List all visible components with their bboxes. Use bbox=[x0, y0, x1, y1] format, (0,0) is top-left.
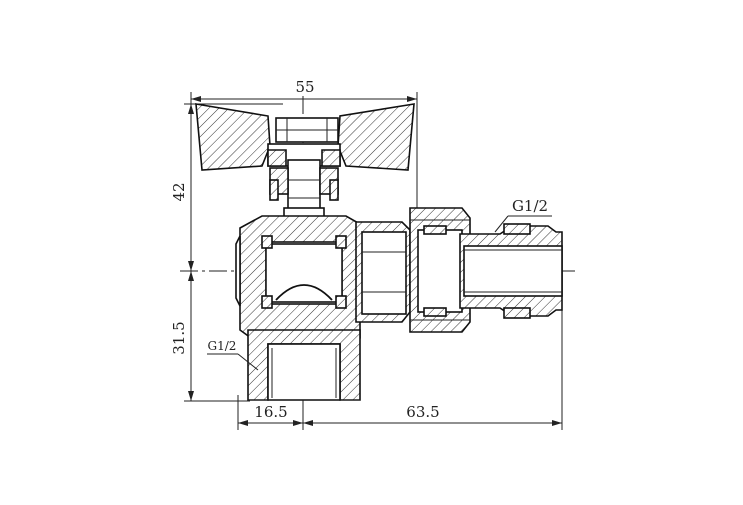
union-nut bbox=[409, 207, 471, 333]
dimension-height-bottom: 31.5 bbox=[170, 271, 250, 402]
dimension-label-height-bottom: 31.5 bbox=[170, 321, 188, 354]
outlet-tailpiece bbox=[459, 223, 563, 319]
callout-label-outlet: G1/2 bbox=[512, 197, 548, 215]
callout-label-inlet: G1/2 bbox=[208, 339, 237, 353]
handle-nut bbox=[275, 117, 339, 143]
dimension-label-inlet-offset: 16.5 bbox=[254, 403, 287, 421]
dimension-height-top: 42 bbox=[170, 103, 283, 271]
inlet-female-connection bbox=[247, 329, 361, 401]
outlet-housing bbox=[355, 221, 411, 323]
dimension-label-height-top: 42 bbox=[170, 182, 188, 201]
butterfly-handle bbox=[195, 103, 415, 171]
ball bbox=[261, 235, 347, 309]
callout-inlet-thread: G1/2 bbox=[207, 339, 259, 371]
dimension-bottom-run: 16.5 63.5 bbox=[237, 310, 563, 430]
dimension-label-outlet-length: 63.5 bbox=[406, 403, 439, 421]
valve-stem bbox=[269, 159, 339, 223]
dimension-label-width: 55 bbox=[295, 78, 314, 96]
callout-outlet-thread: G1/2 bbox=[494, 197, 552, 233]
